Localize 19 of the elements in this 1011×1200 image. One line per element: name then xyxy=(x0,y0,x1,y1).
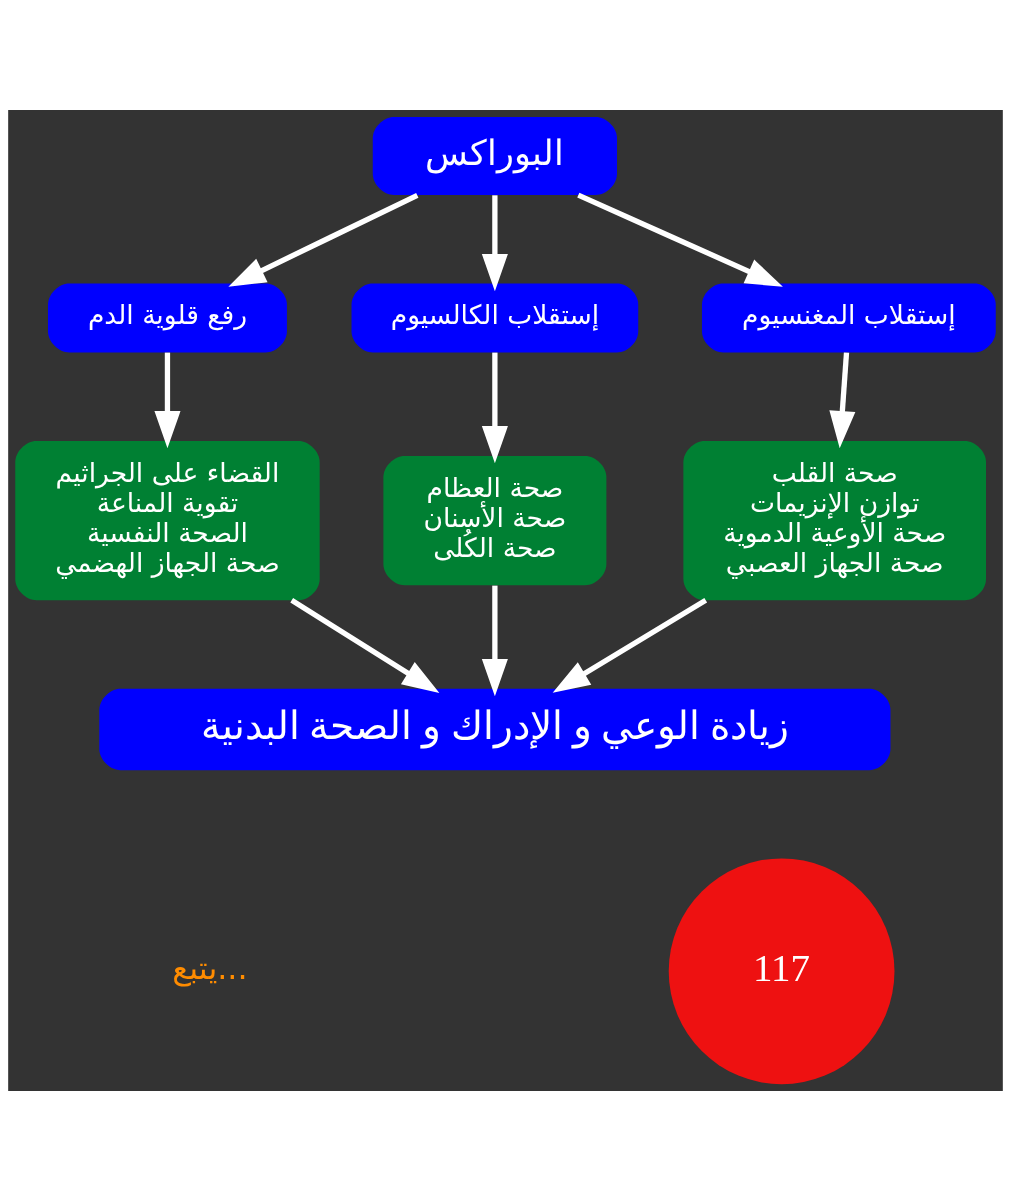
arrow xyxy=(481,194,508,291)
arrow xyxy=(154,352,181,448)
node-box: زيادة الوعي و الإدراك و الصحة البدنية xyxy=(99,688,891,770)
node-box: صحة العظام صحة الأسنان صحة الكُلى xyxy=(383,455,607,585)
arrow xyxy=(552,597,708,693)
arrow xyxy=(481,352,508,463)
node-box: رفع قلوية الدم xyxy=(48,282,287,352)
node-box: إستقلاب المغنسيوم xyxy=(701,282,996,352)
arrow xyxy=(290,597,440,693)
arrow xyxy=(829,351,856,448)
node-box: البوراكس xyxy=(372,116,617,195)
arrow xyxy=(228,192,419,287)
node-box: القضاء على الجراثيم تقوية المناعة الصحة النفسية صحة الجهاز الهضمي xyxy=(15,440,320,600)
node-circle: 117 xyxy=(668,857,895,1084)
arrow xyxy=(577,192,783,287)
node-box: صحة القلب توازن الإنزيمات صحة الأوعية الدموية صحة الجهاز العصبي xyxy=(683,440,986,600)
arrow xyxy=(481,585,508,696)
label: يتبع... xyxy=(172,948,248,987)
node-box: إستقلاب الكالسيوم xyxy=(351,282,639,352)
